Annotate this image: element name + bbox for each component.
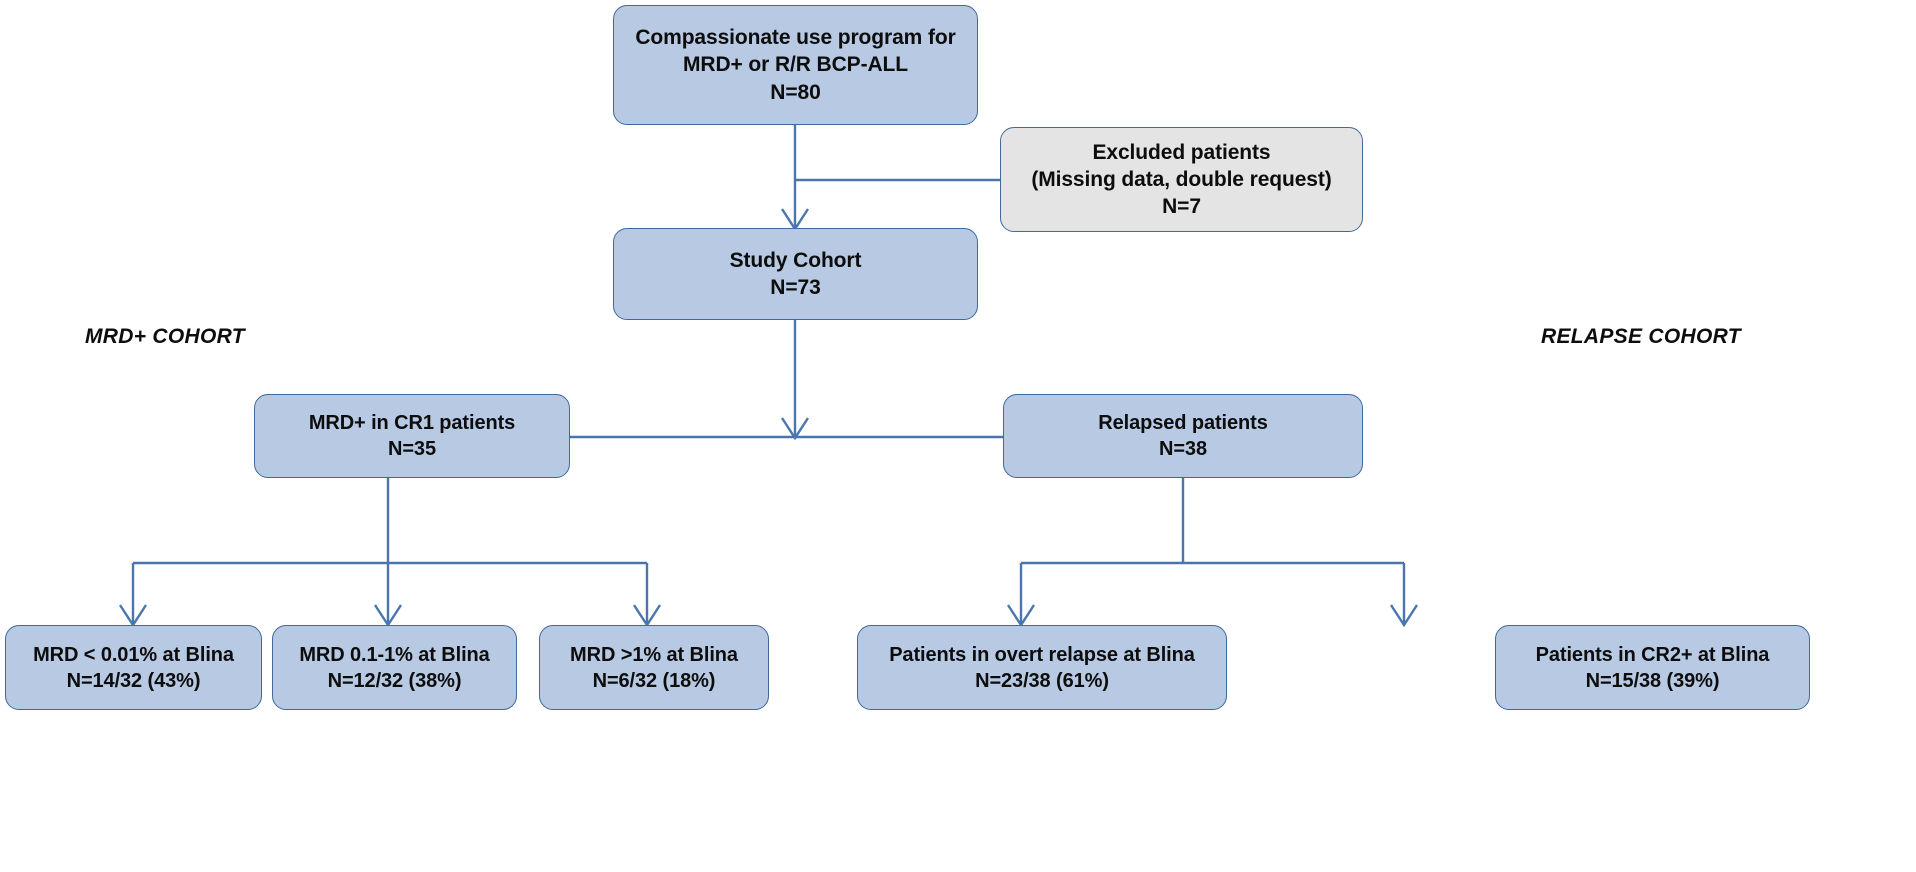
node-mrd-gt-1-line2: N=6/32 (18%)	[592, 669, 716, 692]
node-source-line1: Compassionate use program for	[635, 26, 956, 50]
node-mrd-gt-1[interactable]: MRD >1% at Blina N=6/32 (18%)	[539, 625, 769, 710]
node-relapsed-line1: Relapsed patients	[1098, 412, 1268, 434]
node-mrd-lt-001[interactable]: MRD < 0.01% at Blina N=14/32 (43%)	[5, 625, 262, 710]
node-study-cohort-line1: Study Cohort	[729, 248, 862, 272]
arrowhead-split	[780, 417, 810, 441]
node-source-line2: MRD+ or R/R BCP-ALL	[682, 53, 908, 77]
caption-mrd-cohort: MRD+ COHORT	[85, 325, 245, 348]
arrowhead-mrd-1	[118, 604, 148, 628]
node-relapsed[interactable]: Relapsed patients N=38	[1003, 394, 1363, 478]
node-mrd-cr1-line2: N=35	[388, 438, 436, 460]
node-excluded[interactable]: Excluded patients (Missing data, double …	[1000, 127, 1363, 232]
node-mrd-lt-001-line2: N=14/32 (43%)	[66, 669, 201, 692]
node-excluded-line3: N=7	[1162, 195, 1201, 219]
node-mrd-cr1-line1: MRD+ in CR1 patients	[308, 412, 516, 434]
node-study-cohort-line2: N=73	[770, 276, 821, 299]
node-source-line3: N=80	[770, 80, 821, 104]
node-mrd-lt-001-line1: MRD < 0.01% at Blina	[33, 643, 234, 666]
node-overt-relapse-line2: N=23/38 (61%)	[975, 669, 1109, 692]
node-mrd-gt-1-line1: MRD >1% at Blina	[570, 643, 738, 666]
node-source[interactable]: Compassionate use program for MRD+ or R/…	[613, 5, 978, 125]
node-excluded-line2: (Missing data, double request)	[1031, 167, 1332, 191]
node-mrd-01-to-1-line2: N=12/32 (38%)	[327, 669, 462, 692]
node-overt-relapse-line1: Patients in overt relapse at Blina	[889, 643, 1195, 666]
node-cr2-plus-line1: Patients in CR2+ at Blina	[1535, 643, 1770, 666]
caption-relapse-cohort: RELAPSE COHORT	[1541, 325, 1741, 348]
node-relapsed-line2: N=38	[1159, 438, 1207, 460]
arrowhead-relapse-2	[1389, 604, 1419, 628]
node-study-cohort[interactable]: Study Cohort N=73	[613, 228, 978, 320]
arrowhead-cohort	[780, 208, 810, 232]
node-mrd-01-to-1-line1: MRD 0.1-1% at Blina	[299, 643, 490, 666]
arrowhead-mrd-2	[373, 604, 403, 628]
node-mrd-01-to-1[interactable]: MRD 0.1-1% at Blina N=12/32 (38%)	[272, 625, 517, 710]
node-cr2-plus-line2: N=15/38 (39%)	[1585, 669, 1720, 692]
node-overt-relapse[interactable]: Patients in overt relapse at Blina N=23/…	[857, 625, 1227, 710]
node-cr2-plus[interactable]: Patients in CR2+ at Blina N=15/38 (39%)	[1495, 625, 1810, 710]
node-mrd-cr1[interactable]: MRD+ in CR1 patients N=35	[254, 394, 570, 478]
arrowhead-mrd-3	[632, 604, 662, 628]
node-excluded-line1: Excluded patients	[1092, 140, 1271, 164]
arrowhead-relapse-1	[1006, 604, 1036, 628]
